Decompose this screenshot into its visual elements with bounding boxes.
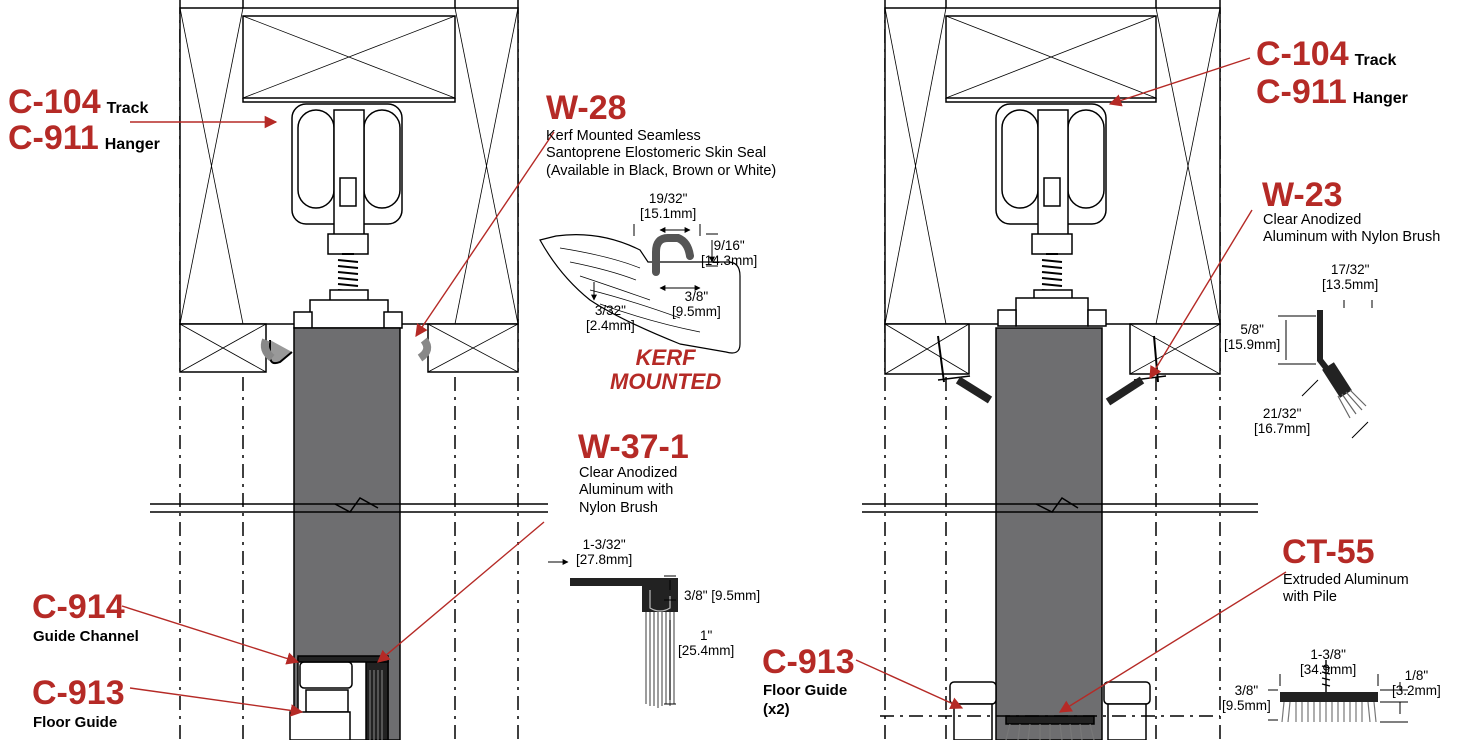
- c914-code: C-914: [32, 588, 125, 626]
- c913-left-code: C-913: [32, 674, 125, 712]
- dim-value: 5/8": [1240, 322, 1264, 337]
- dim-value: 1-3/32": [582, 537, 626, 552]
- w28-dim-depth: 3/8" [9.5mm]: [672, 289, 721, 319]
- w28-profile-detail: [539, 224, 741, 354]
- w37-description: Clear Anodized Aluminum with Nylon Brush: [579, 465, 677, 517]
- ct55-profile-detail: [1268, 660, 1408, 723]
- left-track-callout: C-104 Track: [8, 85, 148, 119]
- ct55-dim-height: 3/8" [9.5mm]: [1222, 683, 1271, 713]
- w28-dim-kerf: 3/32" [2.4mm]: [586, 303, 635, 333]
- w28-desc-line: Kerf Mounted Seamless: [546, 128, 701, 144]
- left-hanger-callout: C-911 Hanger: [8, 121, 160, 155]
- right-hanger-callout: C-911 Hanger: [1256, 75, 1408, 109]
- kerf-line: KERF: [635, 345, 696, 370]
- w37-code: W-37-1: [578, 428, 689, 466]
- w37-dim-height: 3/8" [9.5mm]: [684, 588, 761, 603]
- ct55-code: CT-55: [1282, 533, 1375, 571]
- c913-right-code: C-913: [762, 643, 855, 681]
- dim-value-mm: [27.8mm]: [576, 552, 633, 568]
- dim-value-mm: [9.5mm]: [672, 304, 721, 320]
- c913-right-label-line: Floor Guide: [763, 682, 848, 699]
- w23-desc-line: Aluminum with Nylon Brush: [1263, 229, 1441, 246]
- w23-profile-detail: [1278, 300, 1373, 439]
- dim-value-mm: [9.5mm]: [1222, 698, 1271, 714]
- dim-value-mm: [3.2mm]: [1392, 683, 1441, 699]
- c913-right-label-line: (x2): [763, 700, 790, 718]
- right-hanger-label: Hanger: [1352, 90, 1408, 107]
- w23-code: W-23: [1262, 176, 1343, 214]
- dim-value: 3/32": [594, 303, 626, 318]
- w28-dim-height: 9/16" [14.3mm]: [701, 238, 757, 268]
- dim-value-mm: [15.9mm]: [1224, 337, 1281, 353]
- dim-value-mm: [16.7mm]: [1254, 421, 1311, 437]
- kerf-line: MOUNTED: [610, 369, 722, 395]
- dim-value: 3/8": [684, 289, 709, 304]
- w23-desc-line: Clear Anodized: [1263, 212, 1362, 228]
- w23-dim-height: 5/8" [15.9mm]: [1224, 322, 1280, 352]
- w37-dim-brush: 1" [25.4mm]: [678, 628, 734, 658]
- ct55-dim-width: 1-3/8" [34.9mm]: [1300, 647, 1356, 677]
- dim-value: 9/16": [713, 238, 745, 253]
- ct55-description: Extruded Aluminum with Pile: [1283, 572, 1409, 607]
- w28-dim-width: 19/32" [15.1mm]: [640, 191, 696, 221]
- w37-profile-detail: [548, 559, 678, 708]
- left-assembly: [150, 0, 548, 740]
- ct55-dim-base: 1/8" [3.2mm]: [1392, 668, 1441, 698]
- dim-value: 21/32": [1262, 406, 1302, 421]
- c913-right-label: Floor Guide (x2): [763, 682, 847, 720]
- dim-value: 19/32": [648, 191, 688, 206]
- dim-value: 1-3/8": [1310, 647, 1346, 662]
- left-track-label: Track: [106, 100, 149, 117]
- dim-value-mm: [13.5mm]: [1322, 277, 1379, 293]
- w23-dim-brush: 21/32" [16.7mm]: [1254, 406, 1310, 436]
- dim-value-mm: [25.4mm]: [678, 643, 735, 659]
- c914-label: Guide Channel: [33, 628, 139, 645]
- right-track-label: Track: [1354, 52, 1397, 69]
- right-track-callout: C-104 Track: [1256, 37, 1396, 71]
- ct55-desc-line: with Pile: [1283, 589, 1337, 606]
- dim-value-mm: [14.3mm]: [701, 253, 758, 269]
- left-track-code: C-104: [8, 83, 101, 121]
- w23-dim-width: 17/32" [13.5mm]: [1322, 262, 1378, 292]
- right-assembly: [862, 0, 1258, 740]
- left-hanger-label: Hanger: [104, 136, 160, 153]
- c913-left-label: Floor Guide: [33, 714, 118, 731]
- w28-desc-line: Santoprene Elostomeric Skin Seal: [546, 145, 767, 162]
- w37-desc-line: Clear Anodized: [579, 465, 678, 481]
- kerf-mounted-label: KERF MOUNTED: [610, 345, 722, 395]
- dim-value: 17/32": [1330, 262, 1370, 277]
- dim-value-mm: [15.1mm]: [640, 206, 697, 222]
- w37-dim-width: 1-3/32" [27.8mm]: [576, 537, 632, 567]
- ct55-desc-line: Extruded Aluminum: [1283, 572, 1409, 588]
- right-hanger-code: C-911: [1256, 73, 1347, 111]
- w28-code: W-28: [546, 89, 627, 127]
- w28-desc-line: (Available in Black, Brown or White): [546, 162, 777, 179]
- dim-value-mm: [2.4mm]: [586, 318, 635, 334]
- left-hanger-code: C-911: [8, 119, 99, 157]
- w37-desc-line: Nylon Brush: [579, 499, 658, 516]
- dim-value-mm: [34.9mm]: [1300, 662, 1357, 678]
- w23-description: Clear Anodized Aluminum with Nylon Brush: [1263, 212, 1440, 247]
- dim-value: 3/8": [1234, 683, 1259, 698]
- w28-description: Kerf Mounted Seamless Santoprene Elostom…: [546, 128, 776, 180]
- w37-desc-line: Aluminum with: [579, 482, 674, 499]
- dim-value: 1/8": [1404, 668, 1429, 683]
- right-track-code: C-104: [1256, 35, 1349, 73]
- dim-value: 1": [699, 628, 713, 643]
- leader-lines: [121, 57, 1287, 717]
